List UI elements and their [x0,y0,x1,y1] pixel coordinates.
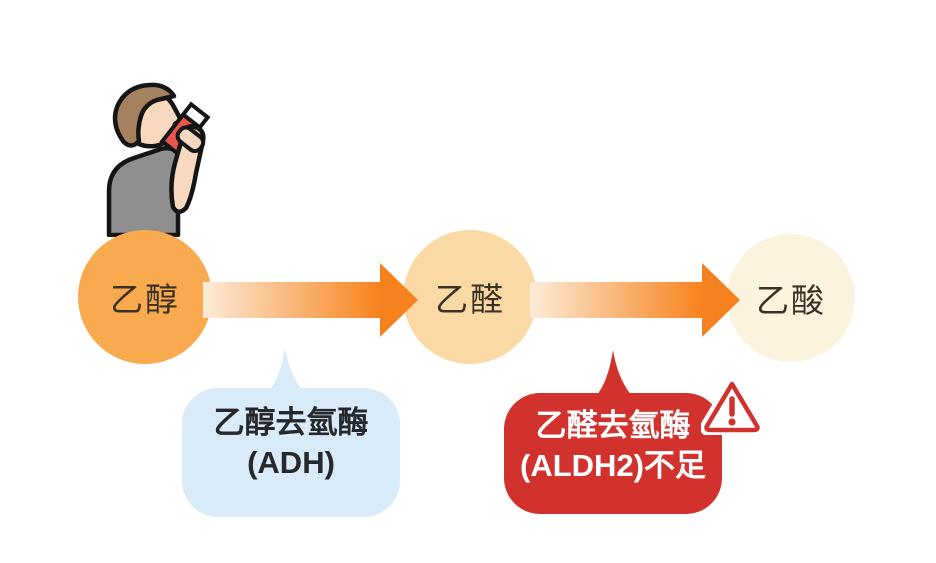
aldh2-bubble-line2: (ALDH2)不足 [520,448,706,483]
arrow-acetaldehyde-to-acetic-acid-shaft [530,282,702,318]
adh-enzyme-bubble: 乙醇去氫酶 (ADH) [182,388,400,517]
node-acetic-acid-label: 乙酸 [756,282,826,319]
person-drinking-icon [106,82,211,237]
aldh2-bubble-line1: 乙醛去氫酶 [535,408,691,443]
arrow-ethanol-to-acetaldehyde-shaft [203,282,380,318]
node-acetic-acid: 乙酸 [727,234,855,362]
arrow-acetaldehyde-to-acetic-acid-head-icon [702,263,740,337]
aldh2-bubble-tail [596,350,632,396]
node-ethanol-label: 乙醇 [110,281,180,318]
arrow-ethanol-to-acetaldehyde-head-icon [380,263,418,337]
adh-bubble-line1: 乙醇去氫酶 [213,405,369,440]
aldh2-deficiency-bubble: 乙醛去氫酶 (ALDH2)不足 [504,393,722,514]
warning-triangle-icon [701,377,763,435]
adh-bubble-line2: (ADH) [247,445,335,480]
node-ethanol: 乙醇 [78,230,212,364]
adh-bubble-tail [268,348,304,392]
node-acetaldehyde: 乙醛 [403,230,537,364]
node-acetaldehyde-label: 乙醛 [435,281,505,318]
